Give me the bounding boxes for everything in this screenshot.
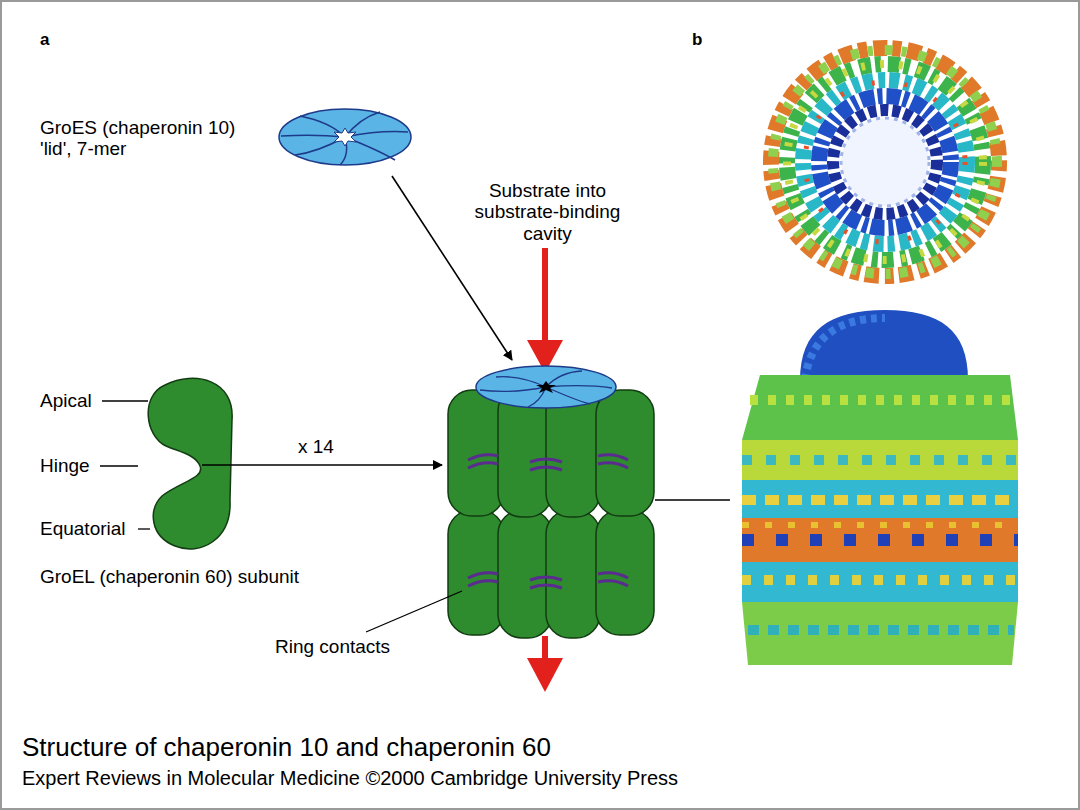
caption: Structure of chaperonin 10 and chaperoni…	[22, 733, 551, 762]
panel-letter: a	[40, 30, 49, 49]
lid-on-complex	[476, 366, 616, 408]
panel-letter: b	[692, 30, 702, 49]
part-name: GroEL (chaperonin 60) subunit	[40, 566, 299, 587]
annotation: Substrate into substrate-binding cavity	[460, 180, 635, 244]
part-name: Equatorial	[40, 518, 126, 539]
groes-lid	[279, 109, 411, 165]
leader-lines	[100, 401, 730, 632]
multiply-arrow	[202, 464, 442, 466]
part-name: Ring contacts	[275, 636, 390, 657]
part-name: GroES (chaperonin 10) 'lid', 7-mer	[40, 117, 268, 160]
top-view-structure	[771, 48, 999, 276]
credit-line: Expert Reviews in Molecular Medicine ©20…	[22, 767, 678, 789]
ring-contact-marks	[468, 455, 628, 588]
groel-subunit	[148, 378, 232, 549]
substrate-arrow	[527, 248, 563, 373]
part-name: Hinge	[40, 455, 90, 476]
side-view-structure	[742, 310, 1018, 665]
multiplier: x 14	[298, 436, 334, 457]
groel-complex	[448, 387, 654, 638]
part-name: Apical	[40, 390, 92, 411]
release-arrow	[527, 636, 563, 692]
